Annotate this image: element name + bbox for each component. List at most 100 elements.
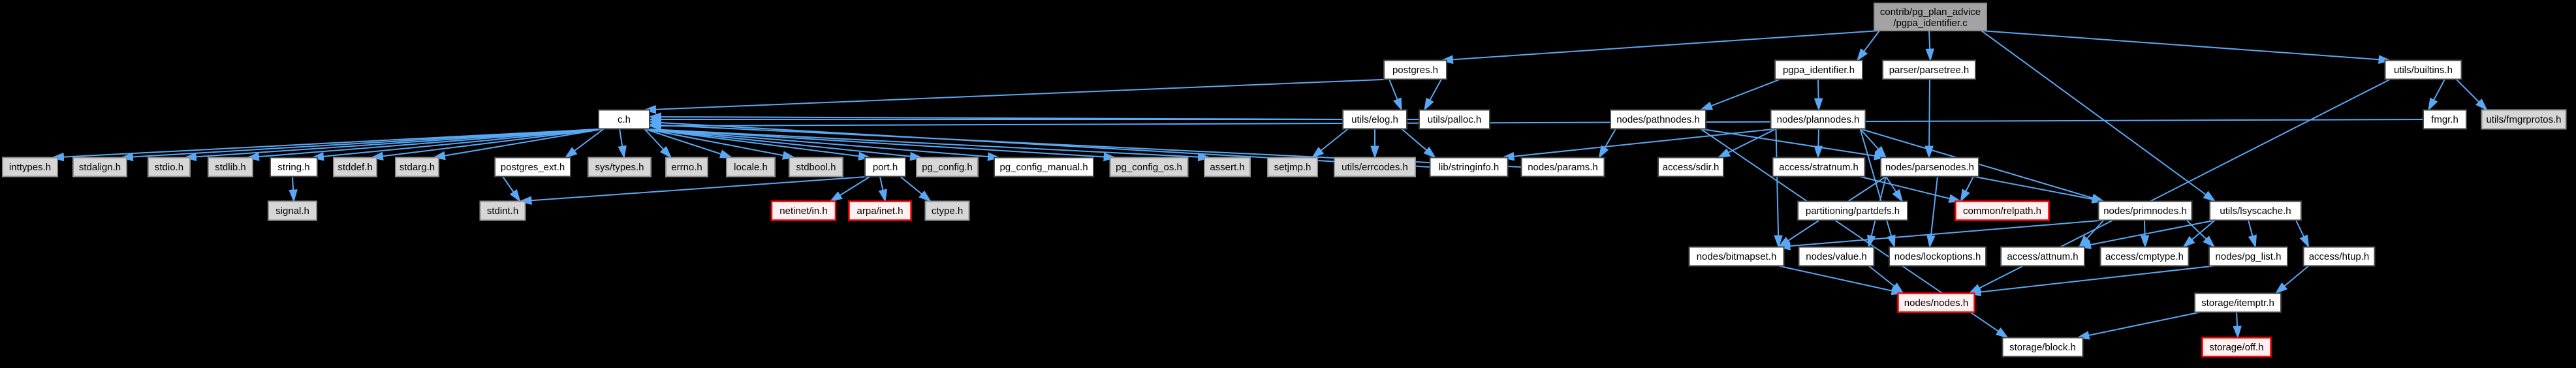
node-utils-builtins-h[interactable]: utils/builtins.h [2384,59,2462,80]
node-label: storage/itemptr.h [2201,298,2274,309]
edge-contrib-pg-plan-advice-pgpa-identifier-c--utils-lsyscache-h [1981,30,2216,202]
node-c-h[interactable]: c.h [598,109,650,130]
node-parser-parsetree-h[interactable]: parser/parsetree.h [1882,59,1976,80]
node-box [395,157,439,177]
node-box [1429,157,1509,177]
edge-nodes-plannodes-h--nodes-bitmapset-h [1774,129,1783,249]
node-arpa-inet-h[interactable]: arpa/inet.h [848,200,912,221]
edge-contrib-pg-plan-advice-pgpa-identifier-c--utils-builtins-h [1981,30,2392,64]
edge-port-h--ctype-h [900,176,932,202]
node-storage-itemptr-h[interactable]: storage/itemptr.h [2194,292,2282,313]
node-access-htup-h[interactable]: access/htup.h [2302,246,2376,267]
node-nodes-lockoptions-h[interactable]: nodes/lockoptions.h [1889,246,1987,267]
edge-postgres-ext-h--stdint-h [502,176,521,203]
node-nodes-parsenodes-h[interactable]: nodes/parsenodes.h [1880,157,1979,177]
node-pg-config-manual-h[interactable]: pg_config_manual.h [994,157,1094,177]
node-box [268,200,317,221]
node-partitioning-partdefs-h[interactable]: partitioning/partdefs.h [1797,200,1908,221]
node-label: nodes/pathnodes.h [1616,114,1700,125]
node-label: ctype.h [932,206,963,217]
node-label: nodes/value.h [1806,251,1866,262]
node-label: stdalign.h [79,162,121,173]
node-utils-palloc-h[interactable]: utils/palloc.h [1419,109,1490,130]
edge-c-h--stdlib-h [246,128,605,161]
edge-utils-lsyscache-h--access-htup-h [2295,220,2310,249]
node-label: utils/builtins.h [2394,65,2453,76]
node-label: nodes/plannodes.h [1777,114,1860,125]
node-nodes-value-h[interactable]: nodes/value.h [1798,246,1875,267]
node-label: storage/off.h [2209,342,2263,353]
node-box [2201,337,2272,358]
edge-access-stratnum-h--common-relpath-h [1859,176,1962,203]
edge-contrib-pg-plan-advice-pgpa-identifier-c--postgres-h [1440,30,1880,65]
edge-c-h--stdarg-h [432,128,605,161]
node-nodes-nodes-h[interactable]: nodes/nodes.h [1897,292,1975,313]
node-assert-h: assert.h [1204,157,1251,177]
edge-storage-itemptr-h--storage-block-h [2076,311,2201,340]
node-box [789,157,843,177]
edge-fmgr-h--c-h [648,119,2424,130]
node-box [2209,200,2302,221]
node-box [270,157,318,177]
edge-nodes-pg-list-h--nodes-nodes-h [1968,265,2215,297]
node-box [2000,246,2085,267]
node-utils-elog-h[interactable]: utils/elog.h [1342,109,1407,130]
node-label: pg_config_os.h [1116,162,1182,173]
node-nodes-bitmapset-h[interactable]: nodes/bitmapset.h [1688,246,1785,267]
node-postgres-ext-h[interactable]: postgres_ext.h [494,157,571,177]
node-access-sdir-h[interactable]: access/sdir.h [1657,157,1724,177]
node-storage-block-h[interactable]: storage/block.h [2002,337,2084,358]
node-box [1267,157,1318,177]
edge-utils-builtins-h--fmgr-h [2428,79,2445,112]
node-box [1610,109,1706,130]
node-utils-lsyscache-h[interactable]: utils/lsyscache.h [2209,200,2302,221]
node-fmgr-h[interactable]: fmgr.h [2423,109,2467,130]
node-label: locale.h [734,162,768,173]
edge-c-h--stdbool-h [644,128,796,160]
node-inttypes-h: inttypes.h [2,157,58,177]
node-storage-off-h[interactable]: storage/off.h [2201,337,2272,358]
node-common-relpath-h[interactable]: common/relpath.h [1955,200,2050,221]
node-nodes-primnodes-h[interactable]: nodes/primnodes.h [2097,200,2193,221]
node-box [1657,157,1724,177]
node-stdbool-h: stdbool.h [789,157,843,177]
edge-port-h--stdint-h [518,176,871,206]
node-netinet-in-h[interactable]: netinet/in.h [770,200,837,221]
node-label: nodes/lockoptions.h [1894,251,1981,262]
node-label: nodes/params.h [1528,162,1598,173]
edge-c-h--sys-types-h [618,129,627,159]
node-contrib-pg-plan-advice-pgpa-identifier-c[interactable]: contrib/pg_plan_advice/pgpa_identifier.c [1874,3,1987,31]
node-string-h[interactable]: string.h [270,157,318,177]
node-box [1772,157,1866,177]
edge-utils-builtins-h--utils-fmgrprotos-h [2455,78,2488,111]
edge-utils-lsyscache-h--nodes-pg-list-h [2248,220,2257,249]
node-postgres-h[interactable]: postgres.h [1383,59,1447,80]
node-port-h[interactable]: port.h [864,157,906,177]
node-nodes-params-h[interactable]: nodes/params.h [1520,157,1605,177]
node-access-attnum-h[interactable]: access/attnum.h [2000,246,2085,267]
node-label: pg_config_manual.h [999,162,1088,173]
edge-c-h--errno-h [644,128,672,159]
node-nodes-pg-list-h[interactable]: nodes/pg_list.h [2208,246,2288,267]
node-label: postgres_ext.h [501,162,565,173]
node-box [1204,157,1251,177]
node-box [1688,246,1785,267]
node-box [864,157,906,177]
node-label: string.h [277,162,309,173]
node-access-cmptype-h[interactable]: access/cmptype.h [2099,246,2190,267]
node-stdlib-h: stdlib.h [208,157,253,177]
node-box [1342,109,1407,130]
node-label: nodes/primnodes.h [2103,206,2187,217]
edge-nodes-parsenodes-h--nodes-lockoptions-h [1926,176,1938,249]
edge-postgres-h--utils-elog-h [1389,79,1402,112]
node-label: stdarg.h [400,162,435,173]
node-nodes-pathnodes-h[interactable]: nodes/pathnodes.h [1610,109,1706,130]
node-label: netinet/in.h [779,206,827,217]
node-box [726,157,776,177]
node-pgpa-identifier-h[interactable]: pgpa_identifier.h [1774,59,1863,80]
node-lib-stringinfo-h[interactable]: lib/stringinfo.h [1429,157,1509,177]
node-access-stratnum-h[interactable]: access/stratnum.h [1772,157,1866,177]
node-nodes-plannodes-h[interactable]: nodes/plannodes.h [1770,109,1866,130]
edge-postgres-h--utils-palloc-h [1424,79,1442,112]
